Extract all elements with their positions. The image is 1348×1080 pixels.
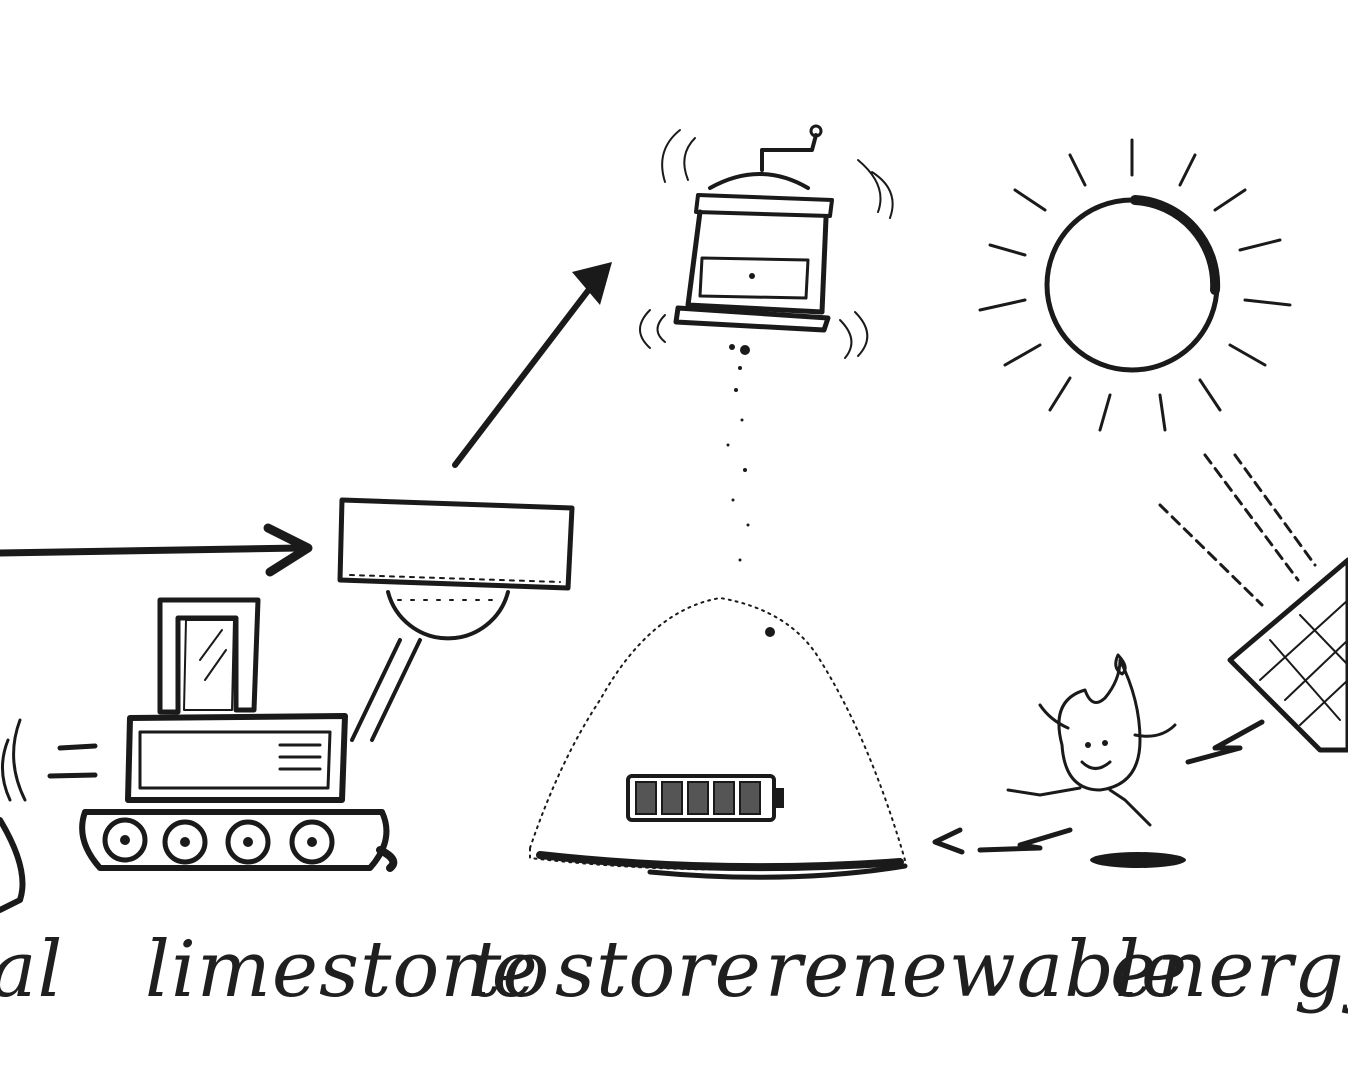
caption-word: al [0, 925, 64, 1015]
solar-panel-icon [1227, 557, 1348, 753]
stone-block-icon [337, 497, 575, 591]
battery-icon [626, 774, 784, 822]
sun-icon [978, 138, 1292, 432]
lightning-arrow-icon [932, 827, 1073, 855]
caption-word: energy [1110, 925, 1348, 1015]
lightning-arrow-icon [1185, 719, 1265, 765]
arrow-to-grinder-icon [452, 262, 612, 468]
caption-word: renewable [765, 925, 1189, 1015]
limestone-pile-icon [529, 597, 908, 880]
flame-character-icon [1006, 653, 1186, 868]
arrow-to-block-icon [0, 523, 313, 577]
caption-word: to [470, 925, 551, 1015]
excavator-icon [0, 590, 510, 913]
caption-word: store [555, 925, 762, 1015]
caption-word: limestone [145, 925, 539, 1015]
light-rays-icon [1158, 453, 1317, 607]
caption: al limestone to store renewable energy [0, 925, 1348, 1045]
grinder-icon [639, 124, 894, 637]
